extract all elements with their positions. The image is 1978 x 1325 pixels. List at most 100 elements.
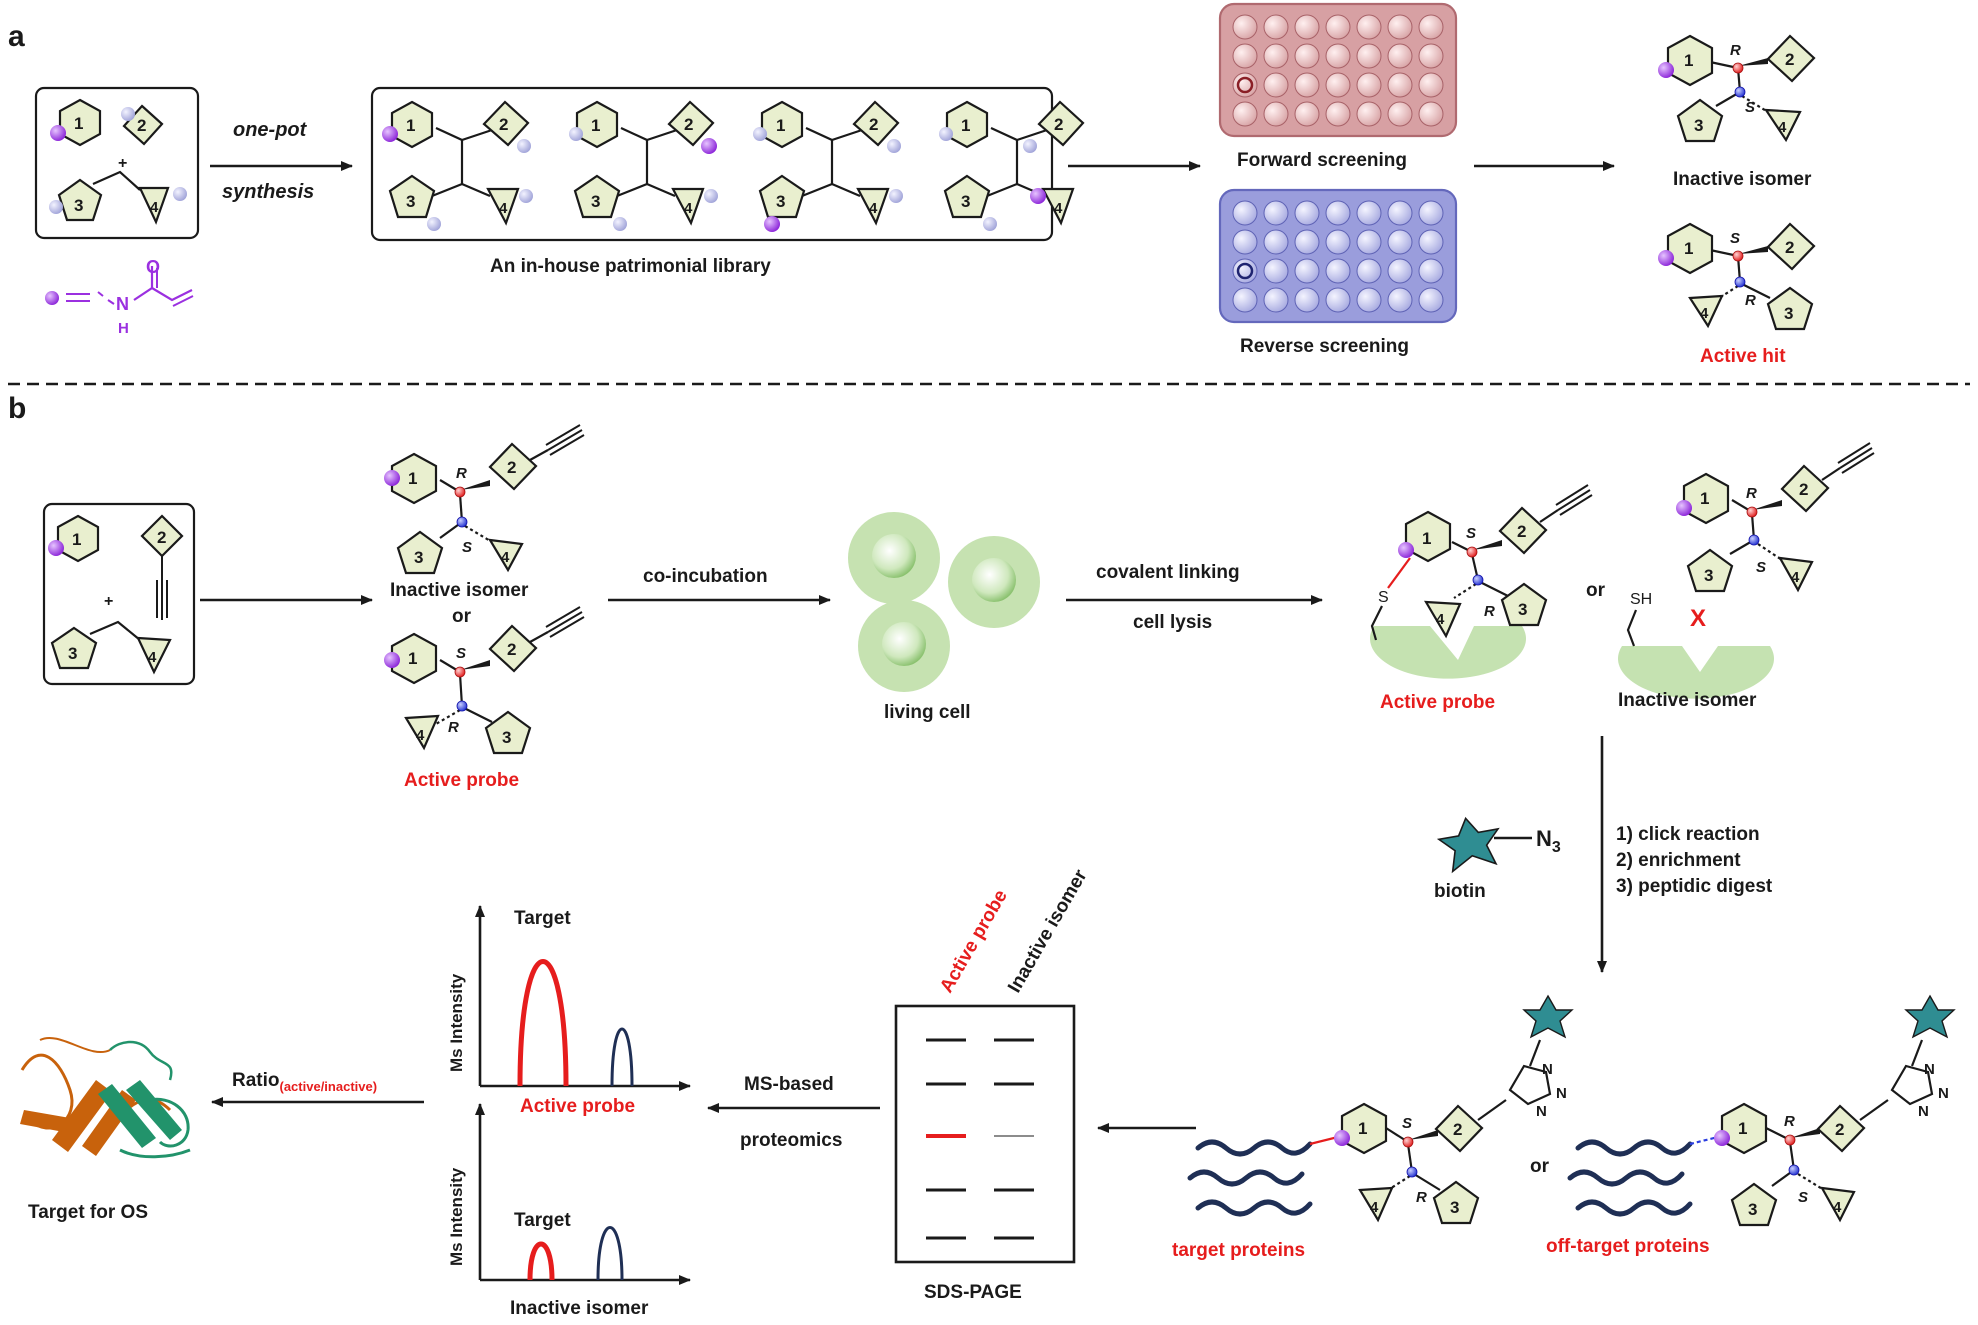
svg-text:2: 2 <box>499 115 508 134</box>
svg-text:4: 4 <box>1833 1199 1842 1216</box>
covalent-linking-label: covalent linking <box>1096 562 1240 583</box>
svg-text:3: 3 <box>502 728 511 747</box>
svg-text:R: R <box>1746 485 1757 502</box>
svg-text:R: R <box>1784 1113 1795 1130</box>
svg-text:N: N <box>1556 1085 1567 1102</box>
ms-based-label: MS-based <box>744 1074 834 1095</box>
svg-text:3: 3 <box>1518 600 1527 619</box>
forward-screening-plate <box>1218 2 1458 138</box>
step-peptidic-digest: 3) peptidic digest <box>1616 876 1773 897</box>
svg-text:1: 1 <box>1738 1119 1747 1138</box>
azide-label: N3 <box>1536 826 1561 856</box>
off-target-proteins-label: off-target proteins <box>1546 1236 1710 1257</box>
svg-text:3: 3 <box>1704 566 1713 585</box>
svg-text:H: H <box>118 320 129 337</box>
target-peak-label-top: Target <box>514 908 571 929</box>
inactive-isomer-unbound: SH X 1 2 3 4 R S <box>1617 442 1875 699</box>
svg-text:4: 4 <box>499 200 508 217</box>
svg-text:3: 3 <box>1748 1200 1757 1219</box>
svg-text:S: S <box>1402 1115 1412 1132</box>
biotin-azide <box>1436 816 1532 874</box>
active-probe-structure: 1 2 4 3 S R <box>384 606 585 755</box>
reverse-screening-plate <box>1218 188 1458 324</box>
active-hit-label: Active hit <box>1700 346 1786 367</box>
svg-text:4: 4 <box>1778 119 1787 136</box>
svg-text:1: 1 <box>1684 239 1693 258</box>
svg-text:3: 3 <box>74 196 83 215</box>
proteomics-label: proteomics <box>740 1130 842 1151</box>
svg-text:R: R <box>1416 1189 1427 1206</box>
svg-text:+: + <box>104 593 113 610</box>
inactive-isomer-structure-a: 1 2 3 4 R S <box>1658 34 1816 143</box>
active-probe-label-bound: Active probe <box>1380 692 1495 713</box>
svg-text:N: N <box>1918 1103 1929 1120</box>
target-protein-adduct: 1 2 N N N 4 3 S R <box>1187 994 1574 1225</box>
target-protein-ribbon <box>20 1037 191 1159</box>
synthesis-label: synthesis <box>222 181 314 203</box>
svg-text:4: 4 <box>1370 1199 1379 1216</box>
svg-text:3: 3 <box>414 548 423 567</box>
step-click-reaction: 1) click reaction <box>1616 824 1760 845</box>
svg-text:2: 2 <box>1799 480 1808 499</box>
svg-text:2: 2 <box>1785 50 1794 69</box>
svg-text:4: 4 <box>150 199 159 216</box>
svg-text:O: O <box>146 257 160 277</box>
svg-text:N: N <box>1938 1085 1949 1102</box>
building-blocks-box-b: 1 2 + 3 4 <box>42 502 196 686</box>
plot-inactive-isomer-label: Inactive isomer <box>510 1298 649 1319</box>
svg-text:2: 2 <box>1453 1120 1462 1139</box>
svg-text:N: N <box>1924 1061 1935 1078</box>
target-proteins-label: target proteins <box>1172 1240 1305 1261</box>
svg-text:N: N <box>1536 1103 1547 1120</box>
svg-text:3: 3 <box>1694 116 1703 135</box>
cell-lysis-label: cell lysis <box>1133 612 1212 633</box>
svg-text:2: 2 <box>1785 238 1794 257</box>
svg-text:2: 2 <box>157 528 166 547</box>
reverse-screening-label: Reverse screening <box>1240 336 1409 357</box>
target-for-os-label: Target for OS <box>28 1202 148 1223</box>
inactive-isomer-label-b: Inactive isomer <box>390 580 529 601</box>
svg-text:R: R <box>1730 42 1741 59</box>
inactive-isomer-probe-structure: 1 2 3 4 R S <box>384 424 585 575</box>
svg-text:4: 4 <box>1700 305 1709 322</box>
library-caption: An in-house patrimonial library <box>490 256 771 277</box>
svg-text:1: 1 <box>1358 1119 1367 1138</box>
ms-intensity-label-top: Ms Intensity <box>447 973 466 1072</box>
svg-text:1: 1 <box>1422 529 1431 548</box>
svg-text:2: 2 <box>1835 1120 1844 1139</box>
svg-text:N: N <box>1542 1061 1553 1078</box>
panel-b-label: b <box>8 392 26 425</box>
svg-text:1: 1 <box>408 469 417 488</box>
or-label-bound: or <box>1586 580 1606 601</box>
svg-text:R: R <box>1745 292 1756 309</box>
svg-text:1: 1 <box>408 649 417 668</box>
svg-text:R: R <box>1484 603 1495 620</box>
off-target-protein-adduct: 1 2 N N N 3 4 R S <box>1567 994 1956 1227</box>
ms-plot-active <box>475 905 691 1091</box>
svg-text:SH: SH <box>1630 591 1652 608</box>
biotin-label: biotin <box>1434 881 1486 902</box>
svg-text:1: 1 <box>1684 51 1693 70</box>
svg-text:3: 3 <box>68 644 77 663</box>
active-probe-bound-to-target: S 1 2 4 3 S R <box>1370 484 1593 679</box>
inactive-isomer-label-a: Inactive isomer <box>1673 169 1812 190</box>
svg-text:+: + <box>118 155 127 172</box>
svg-text:1: 1 <box>74 114 83 133</box>
sds-page-label: SDS-PAGE <box>924 1282 1022 1303</box>
svg-text:2: 2 <box>137 116 146 135</box>
target-peak-label-bottom: Target <box>514 1210 571 1231</box>
svg-text:3: 3 <box>1784 304 1793 323</box>
building-blocks-box-a: 1 2 + 3 4 <box>34 86 200 240</box>
sds-page-gel <box>894 1004 1076 1264</box>
svg-text:X: X <box>1690 605 1706 632</box>
svg-text:S: S <box>1798 1189 1808 1206</box>
svg-text:S: S <box>1378 589 1389 606</box>
svg-text:R: R <box>448 719 459 736</box>
svg-text:3: 3 <box>1450 1198 1459 1217</box>
co-incubation-label: co-incubation <box>643 566 768 587</box>
or-label-probes: or <box>452 606 472 627</box>
forward-screening-label: Forward screening <box>1237 150 1407 171</box>
living-cells <box>848 512 1040 692</box>
gel-lane-inactive-label: Inactive isomer <box>1004 866 1092 997</box>
